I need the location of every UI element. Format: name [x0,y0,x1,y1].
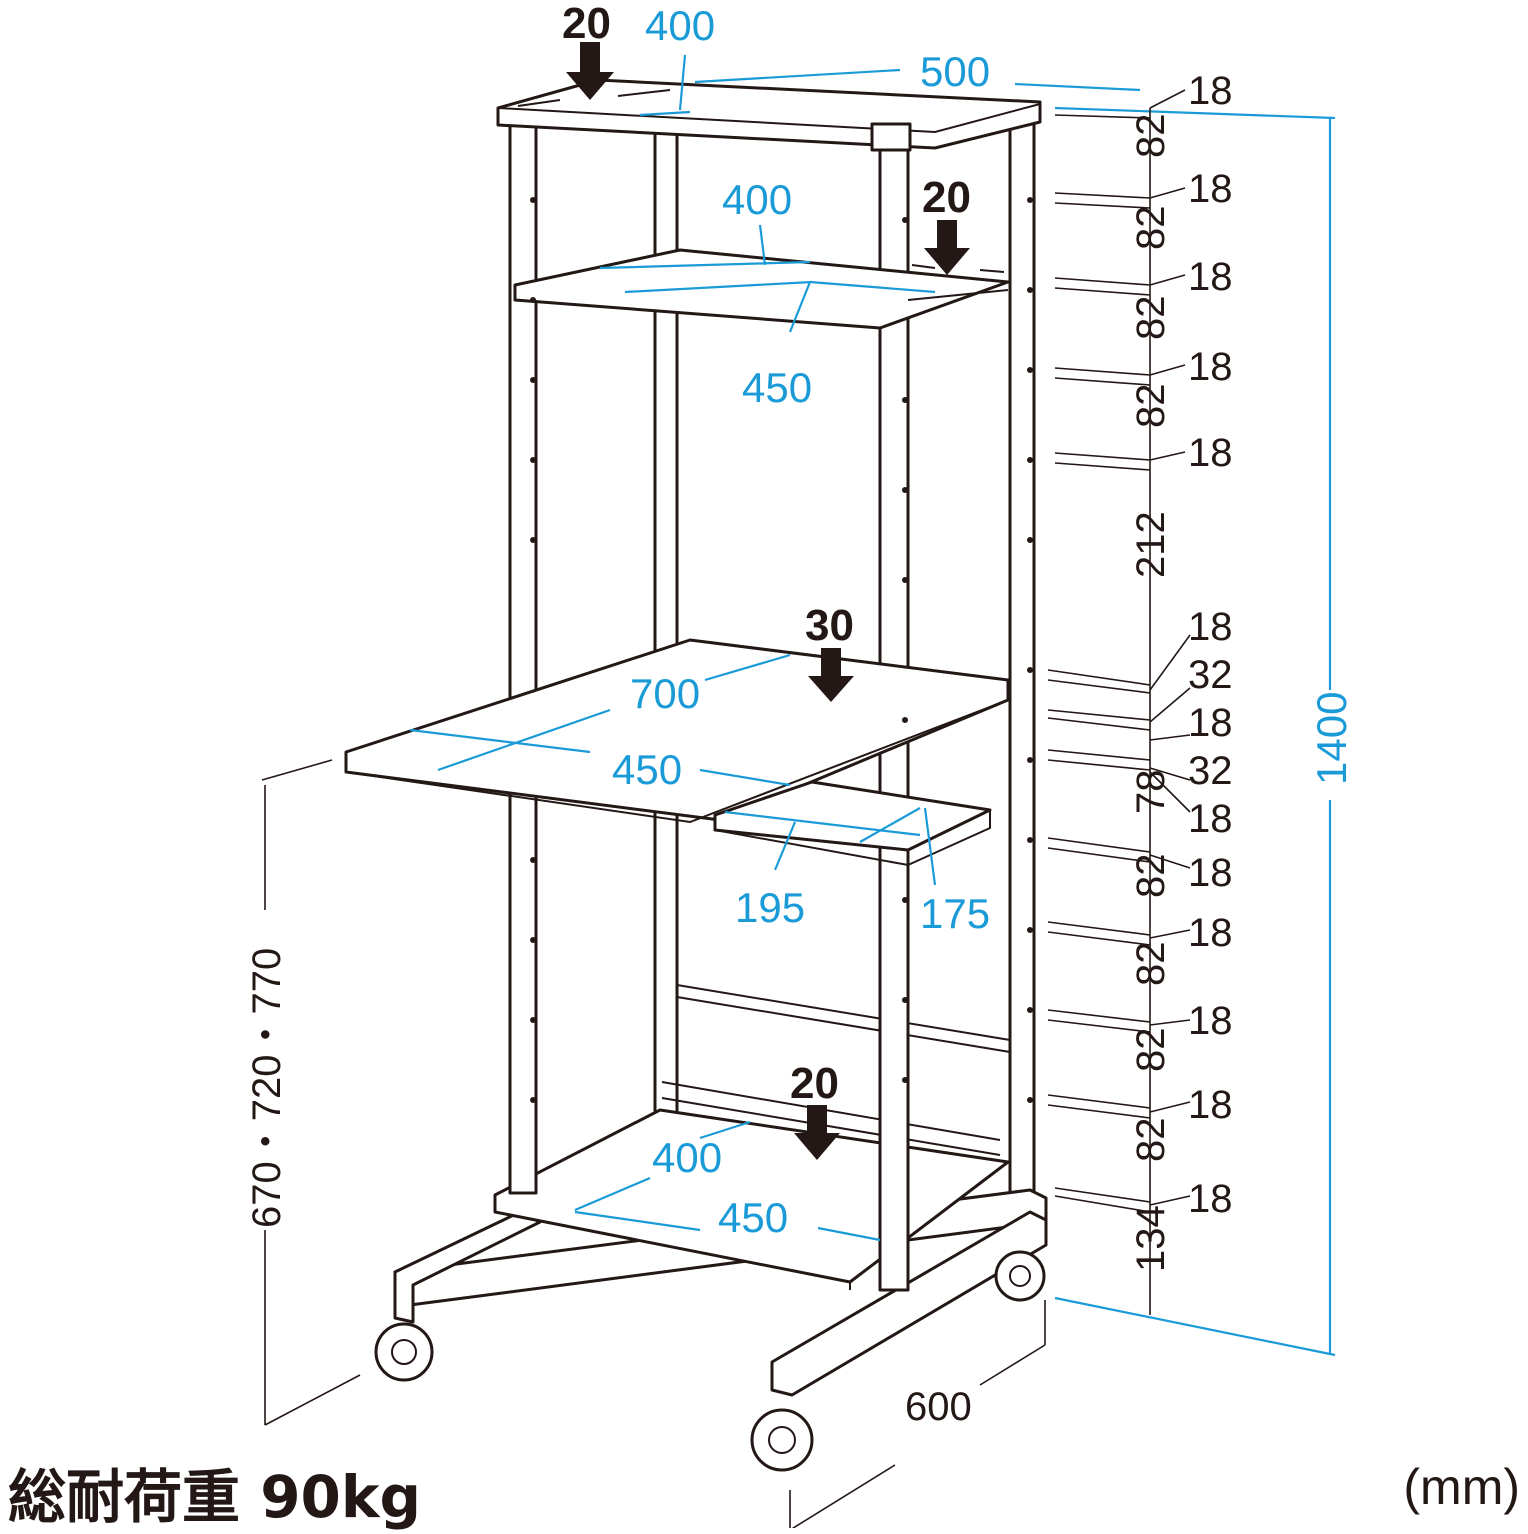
bottom-shelf-front-edge [494,1211,851,1290]
upper-shelf [513,248,1010,330]
pitch-label: 82 [1129,296,1173,341]
post-back-right [1008,116,1036,1210]
pitch-leaders [1149,89,1191,1206]
upper-shelf-depth-label: 400 [722,176,792,223]
pitch-label: 18 [1188,345,1233,389]
upper-notch [911,264,1005,273]
base-right-leg [770,1210,1048,1397]
keyboard-width-label: 700 [630,670,700,717]
top-corner-block [870,122,912,152]
load-keyboard-shelf: 30 [805,601,854,650]
caster-front-left [374,1322,434,1382]
pitch-label: 18 [1188,1083,1233,1127]
base-depth-line [789,1300,1046,1528]
base-depth-label: 600 [905,1385,972,1429]
top-board-edge [497,103,1041,134]
total-height-line [1054,106,1336,1357]
pitch-label: 82 [1129,114,1173,159]
pitch-label: 78 [1129,770,1173,815]
load-labels: 20 20 30 20 [562,0,971,1108]
top-depth-label: 400 [645,2,715,49]
arrow-down-icon [566,42,614,100]
pitch-label: 18 [1188,69,1233,113]
pitch-label: 18 [1188,701,1233,745]
rear-crossbar-lower [661,1081,1001,1156]
upper-shelf-edge [514,289,1009,329]
pitch-label: 18 [1188,911,1233,955]
pitch-label: 82 [1129,384,1173,429]
pitch-label: 18 [1188,167,1233,211]
top-width-label: 500 [920,48,990,95]
load-arrows [517,42,1005,1160]
pitch-label: 18 [1188,255,1233,299]
pitch-label: 18 [1188,431,1233,475]
pitch-label: 82 [1129,942,1173,987]
desk-height-label: 670・720・770 [245,948,289,1228]
shelf-dimension-labels: 400 500 400 450 700 450 195 175 400 450 … [245,2,1355,1429]
rear-crossbar-upper [676,984,1011,1053]
caster-front-right [750,1408,814,1472]
black-dimension-lines [261,89,1191,1528]
arrow-down-icon [794,1105,840,1160]
pitch-ticks [1047,114,1151,1213]
pitch-label: 134 [1129,1205,1173,1272]
mouse-shelf-edge [714,810,991,867]
top-notch [517,89,671,107]
arrow-down-icon [924,220,970,275]
arrow-down-icon [808,648,854,702]
load-upper-shelf: 20 [922,173,971,222]
top-width-line [694,68,1141,92]
post-front-left [508,116,538,1195]
pitch-label: 18 [1188,1177,1233,1221]
pitch-label: 18 [1188,797,1233,841]
pitch-label: 82 [1129,854,1173,899]
bottom-shelf-lines [574,1120,881,1242]
caster-back-right [994,1250,1046,1302]
pitch-label: 32 [1188,749,1233,793]
upper-shelf-width-label: 450 [742,364,812,411]
mouse-shelf-lines [724,807,937,886]
pitch-labels: 1882188218821882182121832183218781882188… [1129,69,1233,1272]
keyboard-shelf-lines [409,653,791,787]
load-top: 20 [562,0,611,48]
pitch-label: 32 [1188,653,1233,697]
total-height-label: 1400 [1308,692,1355,785]
mouse-shelf [713,780,992,852]
load-bottom-shelf: 20 [790,1059,839,1108]
upper-shelf-lines [599,224,936,333]
post-holes [530,197,1033,1103]
pitch-label: 82 [1129,206,1173,251]
bottom-shelf-depth-label: 400 [652,1134,722,1181]
pitch-label: 18 [1188,851,1233,895]
pitch-label: 18 [1188,605,1233,649]
pitch-label: 82 [1129,1118,1173,1163]
top-depth-line [639,54,691,117]
desk-height-line [261,759,361,1426]
pitch-label: 18 [1188,999,1233,1043]
mouse-shelf-width-label: 195 [735,884,805,931]
pitch-label: 212 [1129,511,1173,578]
rack-frame [344,78,1048,1472]
bottom-shelf-width-label: 450 [718,1194,788,1241]
unit-label: (mm) [1403,1459,1520,1515]
pitch-label: 82 [1129,1028,1173,1073]
blue-dimension-lines [409,54,1336,1357]
total-load-label: 総耐荷重 90kg [8,1463,421,1531]
mouse-shelf-depth-label: 175 [920,890,990,937]
keyboard-depth-label: 450 [612,746,682,793]
keyboard-shelf-edge [345,699,1009,824]
